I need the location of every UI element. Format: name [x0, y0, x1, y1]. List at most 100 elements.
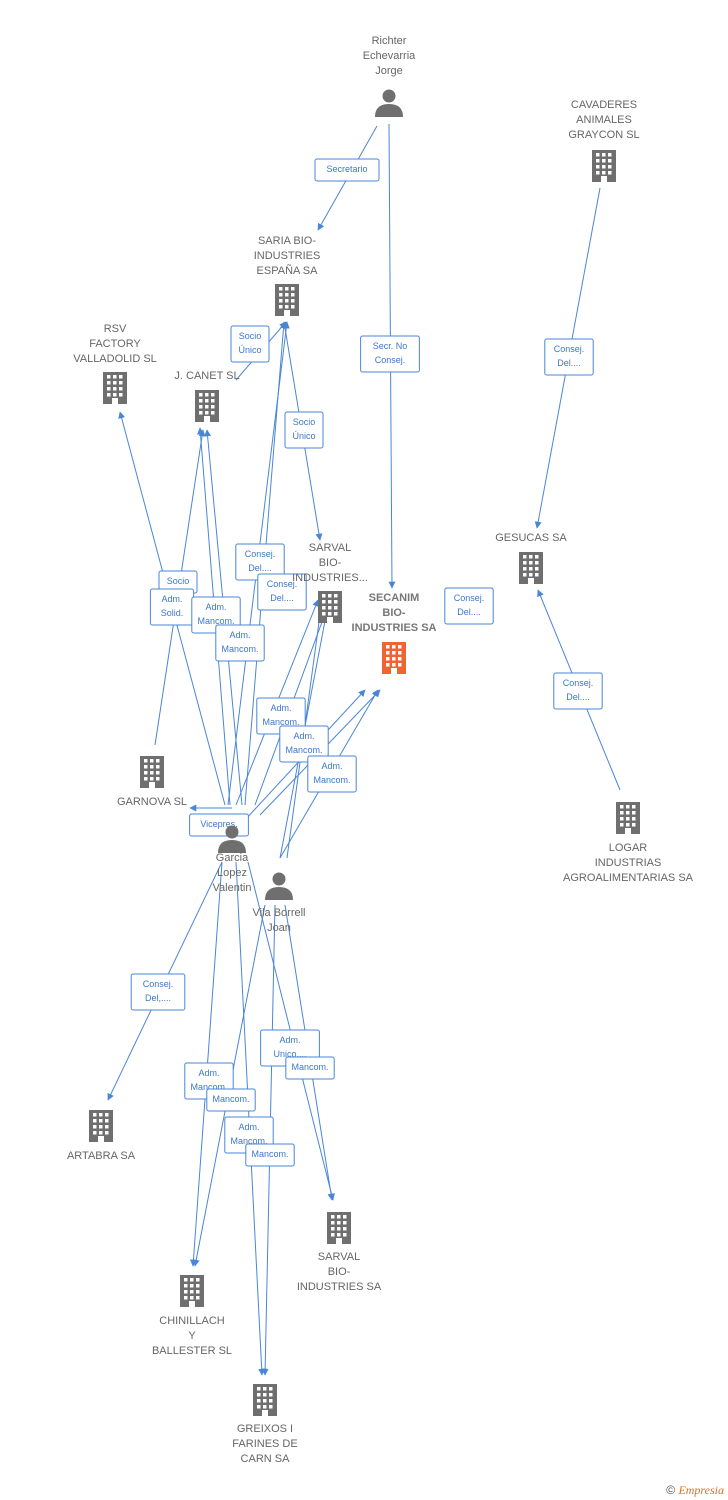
relation-label-box — [284, 411, 324, 449]
building-window — [105, 1131, 109, 1135]
relation-label[interactable]: Consej.Del.... — [444, 587, 494, 625]
building-window — [156, 759, 160, 763]
relation-label[interactable]: Adm.Mancom. — [279, 725, 329, 763]
node-label: SECANIM — [369, 592, 420, 604]
node-artabra[interactable]: ARTABRA SA — [67, 1110, 136, 1162]
building-window — [392, 657, 396, 661]
node-label: FARINES DE — [232, 1438, 297, 1450]
brand-logo-text: Empresia — [678, 1483, 724, 1497]
building-window — [257, 1393, 261, 1397]
relation-label[interactable]: Consej.Del.... — [257, 573, 307, 611]
relation-label-text: Mancom. — [262, 717, 299, 727]
building-icon — [327, 1212, 351, 1244]
building-window — [93, 1119, 97, 1123]
building-window — [211, 405, 215, 409]
building-window — [602, 159, 606, 163]
relation-label-text: Mancom. — [285, 745, 322, 755]
relation-label[interactable]: Consej.Del.... — [544, 338, 594, 376]
building-window — [523, 555, 527, 559]
relation-label-text: Consej. — [454, 593, 485, 603]
building-icon — [318, 591, 342, 623]
node-label: Jorge — [375, 65, 403, 77]
node-jcanet[interactable]: J. CANET SL — [174, 370, 240, 422]
node-label: INDUSTRIAS — [595, 857, 662, 869]
relation-label[interactable]: Mancom. — [245, 1143, 295, 1167]
node-sarval1[interactable]: SARVALBIO-INDUSTRIES... — [292, 542, 368, 623]
relation-label[interactable]: Adm.Mancom. — [307, 755, 357, 793]
building-window — [199, 405, 203, 409]
building-window — [529, 555, 533, 559]
building-window — [398, 663, 402, 667]
building-window — [322, 612, 326, 616]
relation-label-text: Adm. — [238, 1122, 259, 1132]
relation-label-text: Socio — [293, 417, 316, 427]
building-window — [257, 1399, 261, 1403]
node-label: GESUCAS SA — [495, 532, 567, 544]
relation-label[interactable]: Adm.Solid. — [149, 588, 195, 626]
building-window — [190, 1278, 194, 1282]
relation-label-text: Del,.... — [145, 993, 171, 1003]
building-window — [196, 1290, 200, 1294]
relation-label[interactable]: Consej.Del.... — [553, 672, 603, 710]
relation-label-text: Consej. — [245, 549, 276, 559]
relation-label[interactable]: Mancom. — [285, 1056, 335, 1080]
building-window — [392, 663, 396, 667]
relation-label-text: Socio — [239, 331, 262, 341]
relation-label-text: Del.... — [270, 593, 294, 603]
building-window — [620, 805, 624, 809]
node-label: BIO- — [328, 1266, 351, 1278]
building-window — [205, 393, 209, 397]
building-door — [336, 1238, 342, 1244]
relation-label-box — [279, 725, 329, 763]
building-icon — [103, 372, 127, 404]
building-window — [632, 823, 636, 827]
relation-label[interactable]: Secretario — [314, 158, 380, 182]
relation-label[interactable]: Consej.Del,.... — [130, 973, 186, 1011]
node-label: INDUSTRIES SA — [297, 1281, 382, 1293]
node-label: Y — [188, 1330, 196, 1342]
relation-label[interactable]: Adm.Mancom. — [191, 596, 241, 634]
building-window — [343, 1227, 347, 1231]
building-icon — [275, 284, 299, 316]
building-window — [279, 299, 283, 303]
building-window — [337, 1215, 341, 1219]
relation-label-box — [553, 672, 603, 710]
building-window — [331, 1233, 335, 1237]
building-window — [343, 1233, 347, 1237]
building-window — [285, 305, 289, 309]
building-window — [608, 153, 612, 157]
relation-label[interactable]: Adm.Mancom. — [215, 624, 265, 662]
building-window — [626, 823, 630, 827]
relation-label[interactable]: Mancom. — [206, 1088, 256, 1112]
relation-label-text: Consej. — [375, 355, 406, 365]
node-label: Joan — [267, 922, 291, 934]
building-window — [386, 657, 390, 661]
building-window — [334, 600, 338, 604]
node-garnova[interactable]: GARNOVA SL — [117, 756, 187, 808]
node-label: BALLESTER SL — [152, 1345, 232, 1357]
building-window — [99, 1113, 103, 1117]
relation-label-text: Vicepres. — [200, 819, 237, 829]
relation-label[interactable]: Vicepres. — [189, 813, 249, 837]
node-label: SARIA BIO- — [258, 235, 316, 247]
node-gesucas[interactable]: GESUCAS SA — [495, 532, 567, 584]
building-window — [184, 1290, 188, 1294]
building-window — [337, 1233, 341, 1237]
footer-brand[interactable]: © Empresia — [666, 1483, 724, 1498]
